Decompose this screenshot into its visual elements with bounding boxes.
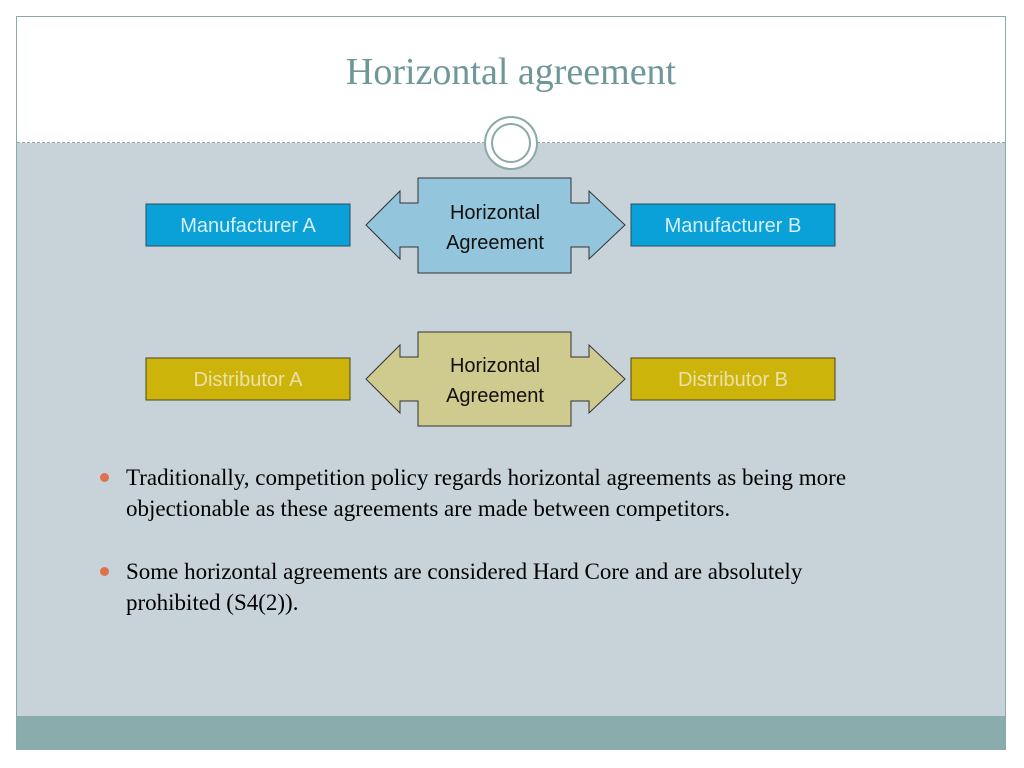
distributor-a-label: Distributor A — [194, 369, 304, 391]
bullet-text: Traditionally, competition policy regard… — [126, 465, 847, 521]
agreement-label-line1: Horizontal — [450, 202, 540, 224]
double-arrow-shape — [365, 177, 626, 274]
distributor-b-box — [630, 357, 836, 401]
agreement-label-line2: Agreement — [446, 232, 544, 254]
ring-ornament — [484, 116, 538, 170]
bullet-text: Some horizontal agreements are considere… — [126, 559, 803, 615]
agreement-label-line2: Agreement — [446, 385, 544, 407]
ring-inner — [491, 123, 531, 163]
manufacturer-a-box — [145, 203, 351, 247]
distributor-b-label: Distributor B — [678, 369, 788, 391]
manufacturer-a-label: Manufacturer A — [180, 215, 316, 237]
bullet-dot-icon — [100, 567, 109, 576]
double-arrow-shape — [365, 331, 626, 427]
diagram-row-manufacturers: Manufacturer A Manufacturer B Horizontal… — [145, 177, 836, 274]
slide-title: Horizontal agreement — [345, 51, 677, 93]
bullet-item: Traditionally, competition policy regard… — [100, 462, 900, 524]
footer-bar — [17, 716, 1005, 750]
agreement-label-line1: Horizontal — [450, 355, 540, 377]
bullet-list: Traditionally, competition policy regard… — [100, 462, 900, 618]
diagram-row-distributors: Distributor A Distributor B Horizontal A… — [145, 331, 836, 427]
distributor-a-box — [145, 357, 351, 401]
bullet-item: Some horizontal agreements are considere… — [100, 556, 900, 618]
manufacturer-b-label: Manufacturer B — [665, 215, 802, 237]
bullet-dot-icon — [100, 473, 109, 482]
manufacturer-b-box — [630, 203, 836, 247]
